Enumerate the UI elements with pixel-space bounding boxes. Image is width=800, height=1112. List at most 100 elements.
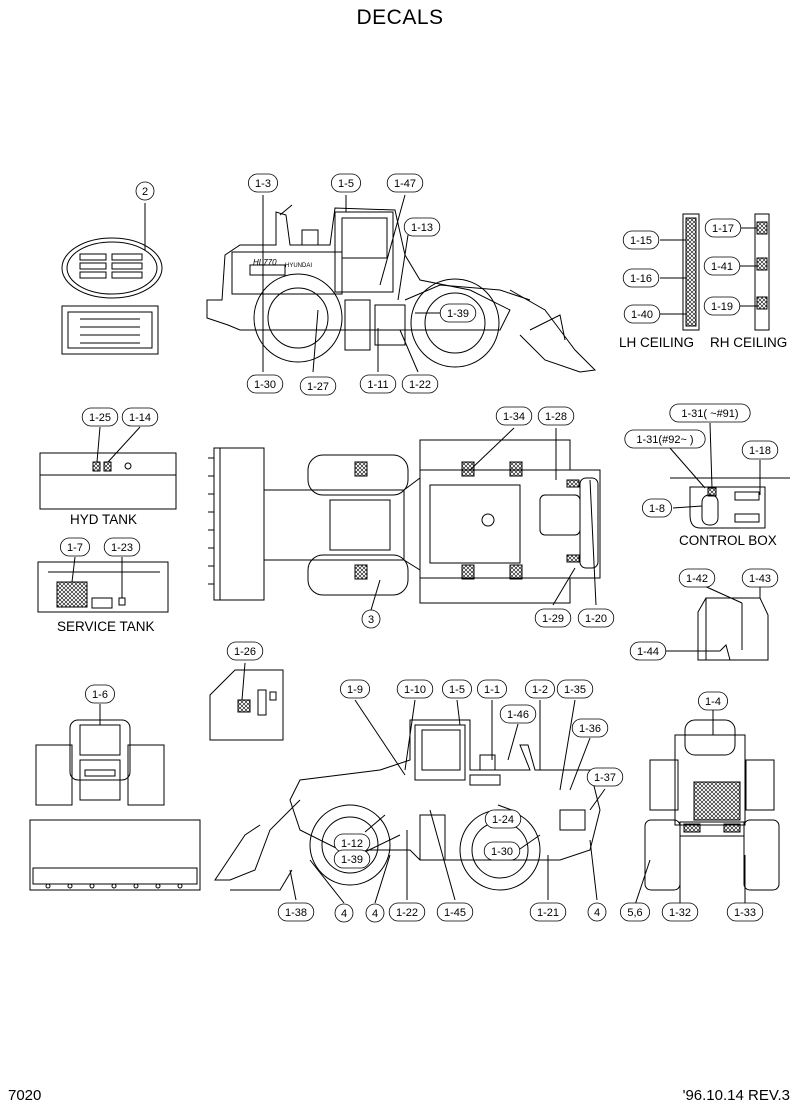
callout-bubble	[484, 809, 522, 829]
callout-label: 1-14	[129, 412, 151, 424]
callout-label: 1-5	[338, 178, 354, 190]
callout-bubble	[499, 704, 537, 724]
callout-label: 1-40	[631, 309, 653, 321]
callout-bubble	[135, 181, 155, 201]
callout-label: 1-36	[579, 723, 601, 735]
callout-label: 1-33	[734, 907, 756, 919]
callout-label: 1-25	[89, 412, 111, 424]
corner-post	[665, 583, 769, 661]
callout-bubble	[60, 537, 91, 557]
callout-label: 4	[372, 908, 378, 920]
callout-bubble	[642, 498, 673, 518]
callout-label: 4	[594, 907, 600, 919]
callout-bubble	[537, 406, 575, 426]
callout-bubble	[661, 902, 699, 922]
callout-bubble	[622, 268, 660, 288]
callout-label: 1-15	[630, 235, 652, 247]
callout-bubble	[620, 902, 651, 922]
callout-bubble	[401, 374, 439, 394]
callout-bubble	[586, 767, 624, 787]
callout-bubble	[361, 609, 381, 629]
emblem-plates	[61, 203, 163, 355]
callout-bubble	[571, 718, 609, 738]
callout-label: 3	[368, 614, 374, 626]
callout-bubble	[698, 691, 729, 711]
callout-label: 1-10	[404, 684, 426, 696]
page-number: 7020	[8, 1087, 42, 1104]
callout-label: 1-34	[503, 411, 525, 423]
callout-label: 1-30	[491, 846, 513, 858]
callout-bubble	[623, 304, 661, 324]
callout-label: 1-22	[396, 907, 418, 919]
callout-label: 4	[341, 908, 347, 920]
caption-lh-ceiling: LH CEILING	[619, 335, 694, 350]
callout-bubble	[121, 407, 159, 427]
callout-bubble	[439, 303, 477, 323]
callout-label: 1-9	[347, 684, 363, 696]
caption-rh-ceiling: RH CEILING	[710, 335, 787, 350]
callout-label: 1-3	[255, 178, 271, 190]
hyd-tank	[39, 426, 177, 510]
callout-label: 1-47	[394, 178, 416, 190]
callout-bubble	[365, 903, 385, 923]
callout-label: 1-19	[711, 301, 733, 313]
callout-bubble	[396, 679, 434, 699]
cab-detail	[209, 662, 284, 741]
brand-badge: HYUNDAI	[285, 263, 312, 269]
callout-label: 1-11	[367, 379, 388, 391]
callout-label: 1-30	[254, 379, 276, 391]
callout-label: 1-8	[649, 503, 665, 515]
callout-bubble	[534, 608, 572, 628]
callout-bubble	[577, 608, 615, 628]
callout-label: 1-37	[594, 772, 616, 784]
callout-bubble	[525, 679, 556, 699]
callout-bubble	[436, 902, 474, 922]
callout-bubble	[247, 173, 278, 193]
callout-bubble	[339, 679, 370, 699]
callout-bubble	[441, 679, 472, 699]
ceiling-strips	[660, 213, 770, 331]
service-tank	[37, 556, 169, 613]
callout-label: 1-16	[630, 273, 652, 285]
callout-label: 1-44	[637, 646, 659, 658]
callout-label: 1-5	[449, 684, 465, 696]
callout-label: 1-35	[564, 684, 586, 696]
callout-label: 1-39	[341, 854, 363, 866]
callout-bubble	[246, 374, 284, 394]
callout-label: 1-13	[411, 222, 433, 234]
caption-control-box: CONTROL BOX	[679, 533, 777, 548]
callout-bubble	[277, 902, 315, 922]
callout-bubble	[529, 902, 567, 922]
callout-label: 1-6	[92, 689, 108, 701]
callout-label: 1-31(#92~ )	[636, 434, 693, 446]
callout-label: 1-22	[409, 379, 431, 391]
control-box	[669, 422, 790, 529]
caption-service-tank: SERVICE TANK	[57, 619, 155, 634]
callout-bubble	[678, 568, 716, 588]
callout-label: 1-4	[705, 696, 721, 708]
callout-label: 1-41	[711, 261, 733, 273]
callout-label: 1-21	[537, 907, 559, 919]
callout-bubble	[622, 230, 660, 250]
callout-bubble	[703, 256, 741, 276]
callout-label: 1-24	[492, 814, 514, 826]
loader-side-view-bottom	[214, 699, 606, 904]
callout-bubble	[741, 568, 779, 588]
callout-label: 1-28	[545, 411, 567, 423]
callout-label: 1-39	[447, 308, 469, 320]
callout-label: 1-38	[285, 907, 307, 919]
callout-label: 1-42	[686, 573, 708, 585]
model-badge: HL770	[253, 258, 277, 267]
callout-bubble	[333, 849, 371, 869]
callout-bubble	[624, 429, 706, 449]
callout-bubble	[299, 376, 337, 396]
callout-bubble	[81, 407, 119, 427]
loader-side-view-top	[206, 194, 597, 373]
callout-label: 1-29	[542, 613, 564, 625]
callout-label: 1-27	[307, 381, 329, 393]
callout-label: 1-7	[67, 542, 83, 554]
callout-bubble	[388, 902, 426, 922]
callout-label: 1-31( ~#91)	[681, 408, 738, 420]
